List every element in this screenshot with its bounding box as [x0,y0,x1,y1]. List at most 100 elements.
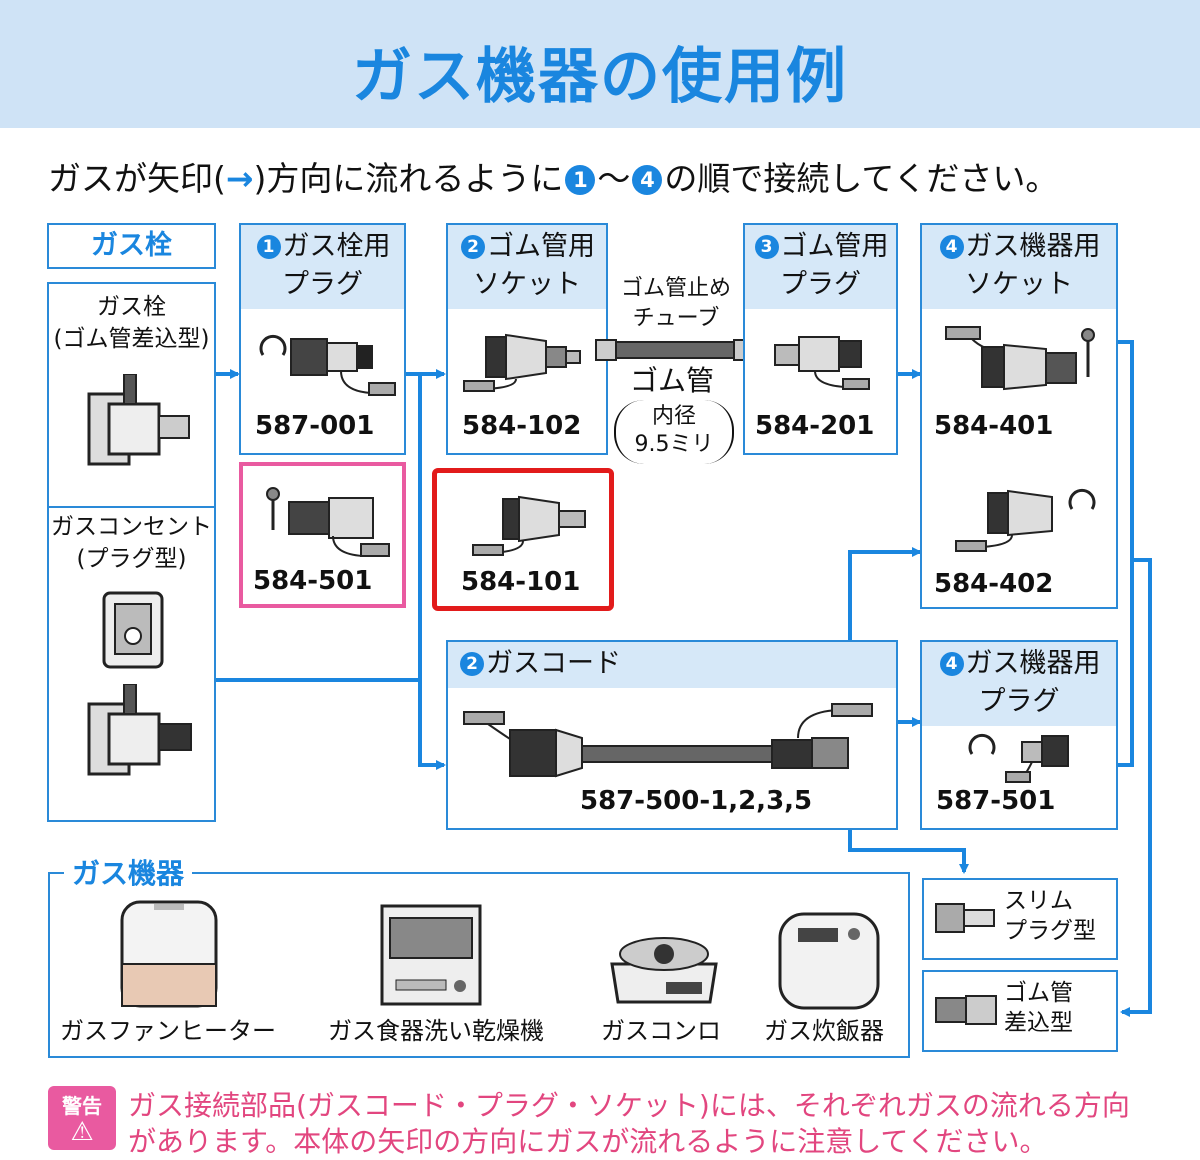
socket-illustration [945,326,1095,391]
gas-stove-illustration [610,937,718,1004]
appliance-label: ガスファンヒーター [60,1017,276,1045]
col4-title-text: ガス機器用 [965,231,1101,262]
rice-cooker-illustration [778,912,880,1010]
col1-title-text: ガス栓用 [282,231,391,262]
warning-badge-text: 警告 [62,1094,102,1118]
part-code: 584-101 [461,567,581,597]
connector-label: スリム [1004,888,1073,914]
col2-highlight-box: 584-101 [432,468,614,611]
col1-highlight-box: 584-501 [239,462,406,608]
warning-badge: 警告 ⚠ [48,1086,116,1150]
plug4-title-line2: プラグ [978,686,1060,717]
gas-valve-header: ガス栓 [47,223,216,269]
step-badge: 1 [565,165,596,195]
socket-illustration [955,488,1096,552]
step-badge: 4 [939,652,964,676]
appliance-label: ガス炊飯器 [764,1017,884,1045]
gas-valve-type: (ゴム管差込型) [53,326,210,352]
connector-label: ゴム管 [1004,980,1073,1006]
step-badge: 4 [632,165,663,195]
step-badge: 2 [461,235,485,259]
col3-title-line2: プラグ [780,269,861,300]
instruction-part: の順で接続してください。 [664,159,1059,198]
gascord-illustration [463,703,873,778]
hose-stopper-label: ゴム管止め [620,276,731,301]
part-code: 584-201 [755,411,875,441]
gas-outlet-illustration [102,591,164,669]
plug-illustration [259,334,396,396]
page-title: ガス機器の使用例 [352,42,848,112]
slim-plug-icon [935,903,995,933]
rubber-insert-icon [935,995,997,1025]
divider [49,506,214,508]
gas-valve-plug-illustration [87,684,192,776]
gas-outlet-label: ガスコンセント [51,514,212,540]
appliance-label: ガスコンロ [601,1017,721,1045]
gas-valve-header-label: ガス栓 [91,230,172,261]
warning-text-line2: があります。本体の矢印の方向にガスが流れるように注意してください。 [128,1125,1048,1158]
socket-illustration [472,495,586,556]
connector-label: 差込型 [1004,1010,1073,1036]
step-badge: 2 [460,652,484,676]
part-code: 584-501 [253,566,373,596]
slim-plug-connector: スリム プラグ型 [922,878,1118,960]
instruction-part: )方向に流れるように [253,159,564,198]
appliances-panel: ガス機器 ガスファンヒーター ガス食器洗い乾燥機 ガスコンロ ガス炊飯器 [48,852,910,1058]
step-badge: 4 [939,235,964,259]
part-code: 587-501 [936,786,1056,816]
col2-title-text: ゴム管用 [487,231,595,262]
gas-valve-label: ガス栓 [97,294,166,320]
hose-stopper-label: チューブ [632,306,720,331]
plug-illustration [968,733,1069,783]
part-code: 584-102 [462,411,582,441]
part-code: 584-401 [934,411,1054,441]
hose-diameter-bracket: 内径 9.5ミリ [614,400,734,464]
col1-title-line2: プラグ [282,269,363,300]
connector-label: プラグ型 [1004,918,1096,944]
part-code: 584-402 [934,569,1054,599]
part-code: 587-500-1,2,3,5 [580,786,813,816]
col3-title-text: ゴム管用 [780,231,889,262]
appliances-header: ガス機器 [64,852,193,892]
part-code: 587-001 [255,411,375,441]
flow-arrow-icon: → [225,159,254,198]
rubber-hose-label: ゴム管 [629,364,714,397]
hose-diameter-label: 内径 [651,404,696,429]
col4-title-line2: ソケット [965,269,1073,300]
instruction-part: ガスが矢印( [48,159,226,198]
appliance-label: ガス食器洗い乾燥機 [328,1017,544,1045]
fan-heater-illustration [120,900,218,1008]
step-badge: 1 [256,235,281,259]
title-banner: ガス機器の使用例 [0,0,1200,128]
gas-valve-illustration [87,374,190,466]
col2-title-line2: ソケット [473,269,581,300]
step-badge: 3 [754,235,779,259]
gascord-title-text: ガスコード [486,648,621,679]
gas-outlet-type: (プラグ型) [76,546,187,572]
warning-text-line1: ガス接続部品(ガスコード・プラグ・ソケット)には、それぞれガスの流れる方向 [128,1089,1130,1122]
gas-valve-panel: ガス栓 (ゴム管差込型) ガスコンセント (プラグ型) [47,282,216,822]
socket-illustration [463,333,581,392]
rubber-insert-connector: ゴム管 差込型 [922,970,1118,1052]
plug-illustration [774,336,870,390]
plug-illustration [266,487,390,557]
hose-diameter-value: 9.5ミリ [634,432,714,457]
